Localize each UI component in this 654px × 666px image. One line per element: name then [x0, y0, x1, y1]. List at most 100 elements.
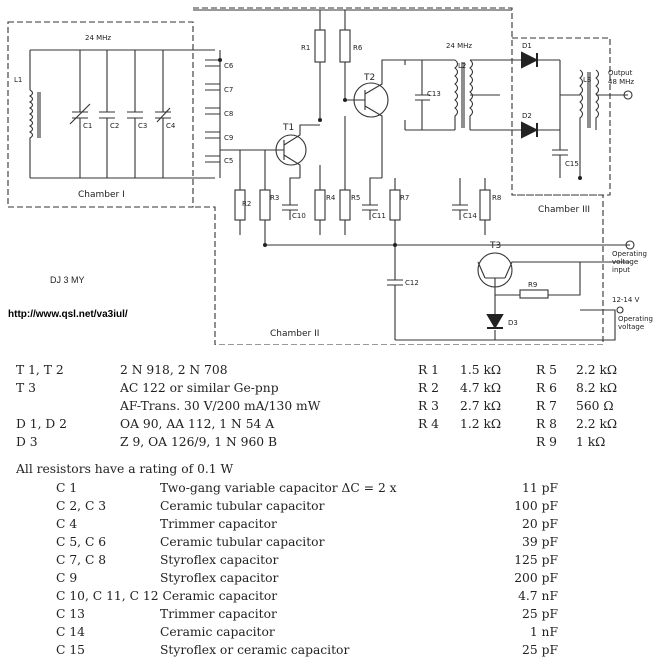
chamber-3-label: Chamber III	[538, 205, 590, 215]
cap-desc: Trimmer capacitor	[160, 607, 277, 621]
cap-ref: C 7, C 8	[56, 553, 107, 567]
cap-ref: C 14	[56, 625, 85, 639]
output-label: Output	[608, 69, 633, 77]
chamber-2-label: Chamber II	[270, 329, 319, 339]
semi-ref: T 1, T 2	[16, 363, 64, 377]
cap-val: 20 pF	[522, 517, 558, 531]
chamber-3-box	[512, 37, 611, 196]
label-l3: L3	[583, 76, 591, 84]
cap-val: 25 pF	[522, 643, 558, 657]
source-url: http://www.qsl.net/va3iul/	[8, 309, 128, 320]
res-val: 1.2 kΩ	[460, 417, 502, 431]
res-val: 2.2 kΩ	[576, 417, 618, 431]
cap-val: 4.7 nF	[518, 589, 558, 603]
semi-val: AF-Trans. 30 V/200 mA/130 mW	[120, 399, 321, 413]
res-ref: R 9	[536, 435, 557, 449]
cap-desc: Styroflex capacitor	[160, 571, 279, 585]
resistor-refs-left: R 1 R 2 R 3 R 4	[418, 361, 439, 433]
label-c5: C5	[224, 157, 233, 165]
res-val: 1 kΩ	[576, 435, 606, 449]
cap-values: 11 pF 100 pF 20 pF 39 pF 125 pF 200 pF 4…	[498, 479, 558, 659]
semi-val: AC 122 or similar Ge-pnp	[120, 381, 279, 395]
cap-val: 39 pF	[522, 535, 558, 549]
label-c11: C11	[372, 212, 386, 220]
chamber-1-box	[7, 21, 194, 208]
label-t1: T1	[282, 123, 294, 133]
res-val: 2.7 kΩ	[460, 399, 502, 413]
res-val: 4.7 kΩ	[460, 381, 502, 395]
label-c12: C12	[405, 279, 419, 287]
label-d3: D3	[508, 319, 518, 327]
cap-ref: C 5, C 6	[56, 535, 107, 549]
label-c8: C8	[224, 110, 233, 118]
cap-ref: C 2, C 3	[56, 499, 107, 513]
res-ref: R 8	[536, 417, 557, 431]
cap-desc: Ceramic capacitor	[160, 625, 275, 639]
res-ref: R 5	[536, 363, 557, 377]
res-ref: R 4	[418, 417, 439, 431]
freq-label-2: 24 MHz	[446, 42, 472, 50]
resistor-vals-left: 1.5 kΩ 4.7 kΩ 2.7 kΩ 1.2 kΩ	[460, 361, 501, 433]
res-ref: R 2	[418, 381, 439, 395]
op-volt-3: voltage	[618, 323, 644, 331]
cap-val: 125 pF	[514, 553, 558, 567]
cap-ref: C 9	[56, 571, 78, 585]
label-r9: R9	[528, 281, 537, 289]
op-volt-1: 12-14 V	[612, 296, 640, 304]
label-c14: C14	[463, 212, 477, 220]
res-val: 560 Ω	[576, 399, 614, 413]
circuit-schematic: 24 MHz 24 MHz Chamber I Chamber II Chamb…	[7, 7, 653, 345]
res-ref: R 6	[536, 381, 557, 395]
semi-ref: D 3	[16, 435, 38, 449]
op-volt-2: Operating	[618, 315, 653, 323]
resistor-note: All resistors have a rating of 0.1 W	[16, 462, 234, 476]
resistor-vals-right: 2.2 kΩ 8.2 kΩ 560 Ω 2.2 kΩ 1 kΩ	[576, 361, 617, 451]
res-val: 2.2 kΩ	[576, 363, 618, 377]
freq-label-1: 24 MHz	[85, 34, 111, 42]
cap-ref: C 10, C 11, C 12 Ceramic capacitor	[56, 589, 278, 603]
cap-val: 11 pF	[522, 481, 558, 495]
label-t3: T3	[489, 241, 501, 251]
label-l2: L2	[458, 62, 466, 70]
cap-val: 1 nF	[529, 625, 558, 639]
label-r3: R3	[270, 194, 279, 202]
label-c9: C9	[224, 134, 233, 142]
res-ref: R 3	[418, 399, 439, 413]
res-ref: R 1	[418, 363, 439, 377]
callsign-label: DJ 3 MY	[50, 275, 85, 285]
label-c13: C13	[427, 90, 441, 98]
semi-ref	[16, 397, 67, 415]
resistor-refs-right: R 5 R 6 R 7 R 8 R 9	[536, 361, 557, 451]
cap-desc: Styroflex capacitor	[160, 553, 279, 567]
chamber-1-label: Chamber I	[78, 190, 125, 200]
label-d2: D2	[522, 112, 532, 120]
semis-values: 2 N 918, 2 N 708 AC 122 or similar Ge-pn…	[120, 361, 320, 451]
cap-desc: Trimmer capacitor	[160, 517, 277, 531]
label-c10: C10	[292, 212, 306, 220]
label-l1: L1	[14, 76, 22, 84]
cap-val: 200 pF	[514, 571, 558, 585]
semi-ref: T 3	[16, 381, 36, 395]
label-r6: R6	[353, 44, 363, 52]
op-input-1: Operating	[612, 250, 647, 258]
semi-val: Z 9, OA 126/9, 1 N 960 B	[120, 435, 278, 449]
label-r4: R4	[326, 194, 336, 202]
label-r7: R7	[400, 194, 409, 202]
cap-desc: Ceramic tubular capacitor	[160, 535, 325, 549]
op-input-2: voltage	[612, 258, 638, 266]
label-c4: C4	[166, 122, 176, 130]
label-r5: R5	[351, 194, 360, 202]
output-freq: 48 MHz	[608, 78, 634, 86]
label-r1: R1	[301, 44, 310, 52]
semis-refs: T 1, T 2 T 3 D 1, D 2 D 3	[16, 361, 67, 451]
cap-ref: C 13	[56, 607, 85, 621]
label-c3: C3	[138, 122, 147, 130]
label-c2: C2	[110, 122, 119, 130]
cap-ref: C 15	[56, 643, 85, 657]
res-val: 8.2 kΩ	[576, 381, 618, 395]
cap-ref: C 4	[56, 517, 78, 531]
op-input-3: input	[612, 266, 630, 274]
label-r2: R2	[242, 200, 251, 208]
cap-desc: Ceramic tubular capacitor	[160, 499, 325, 513]
label-d1: D1	[522, 42, 532, 50]
